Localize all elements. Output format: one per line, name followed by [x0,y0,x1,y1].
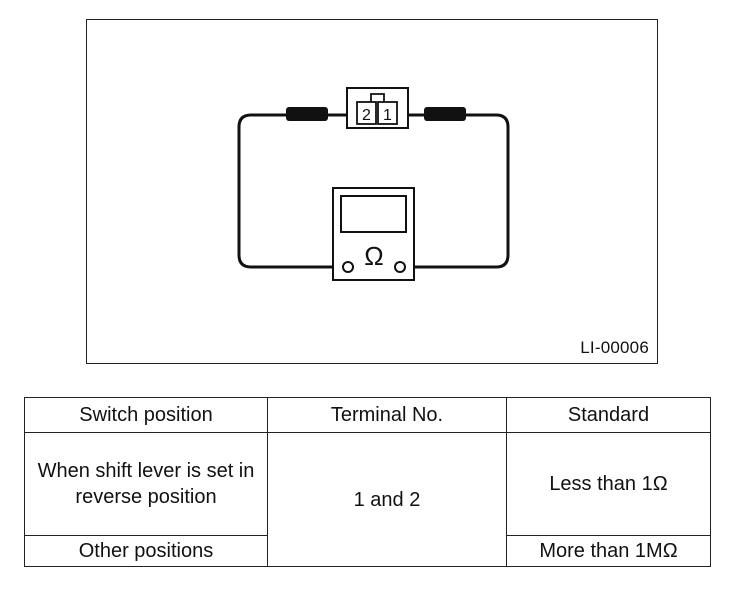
header-switch-position: Switch position [24,396,268,434]
connector-pin-1: 1 [383,107,392,124]
connector-pin-2: 2 [362,107,371,124]
switch-inspection-table: Switch position Terminal No. Standard Wh… [24,396,711,568]
header-terminal-no: Terminal No. [267,396,507,434]
left-lead-wire [237,113,345,269]
left-probe [286,107,328,121]
cell-standard: More than 1MΩ [506,534,711,568]
meter-terminal-right [394,261,406,273]
meter-terminal-left [342,261,354,273]
ohmmeter-circuit-diagram: 2 1 Ω [237,87,510,281]
cell-terminal: 1 and 2 [267,432,507,567]
right-lead-wire [405,113,510,269]
meter-display [340,195,407,233]
cell-switch-position: Other positions [24,534,268,568]
switch-connector: 2 1 [346,87,409,129]
table-row: When shift lever is set in reverse posit… [24,432,711,567]
table-header-row: Switch position Terminal No. Standard [24,396,711,434]
figure-code-label: LI-00006 [580,338,649,357]
table-row: Other positions More than 1MΩ [24,534,711,568]
header-standard: Standard [506,396,711,434]
ohm-symbol: Ω [364,241,383,271]
ohmmeter: Ω [332,187,415,281]
cell-switch-position: When shift lever is set in reverse posit… [24,432,268,536]
circuit-figure: 2 1 Ω LI-00006 [86,19,658,364]
right-probe [424,107,466,121]
test-leads [237,113,510,269]
cell-standard: Less than 1Ω [506,432,711,536]
